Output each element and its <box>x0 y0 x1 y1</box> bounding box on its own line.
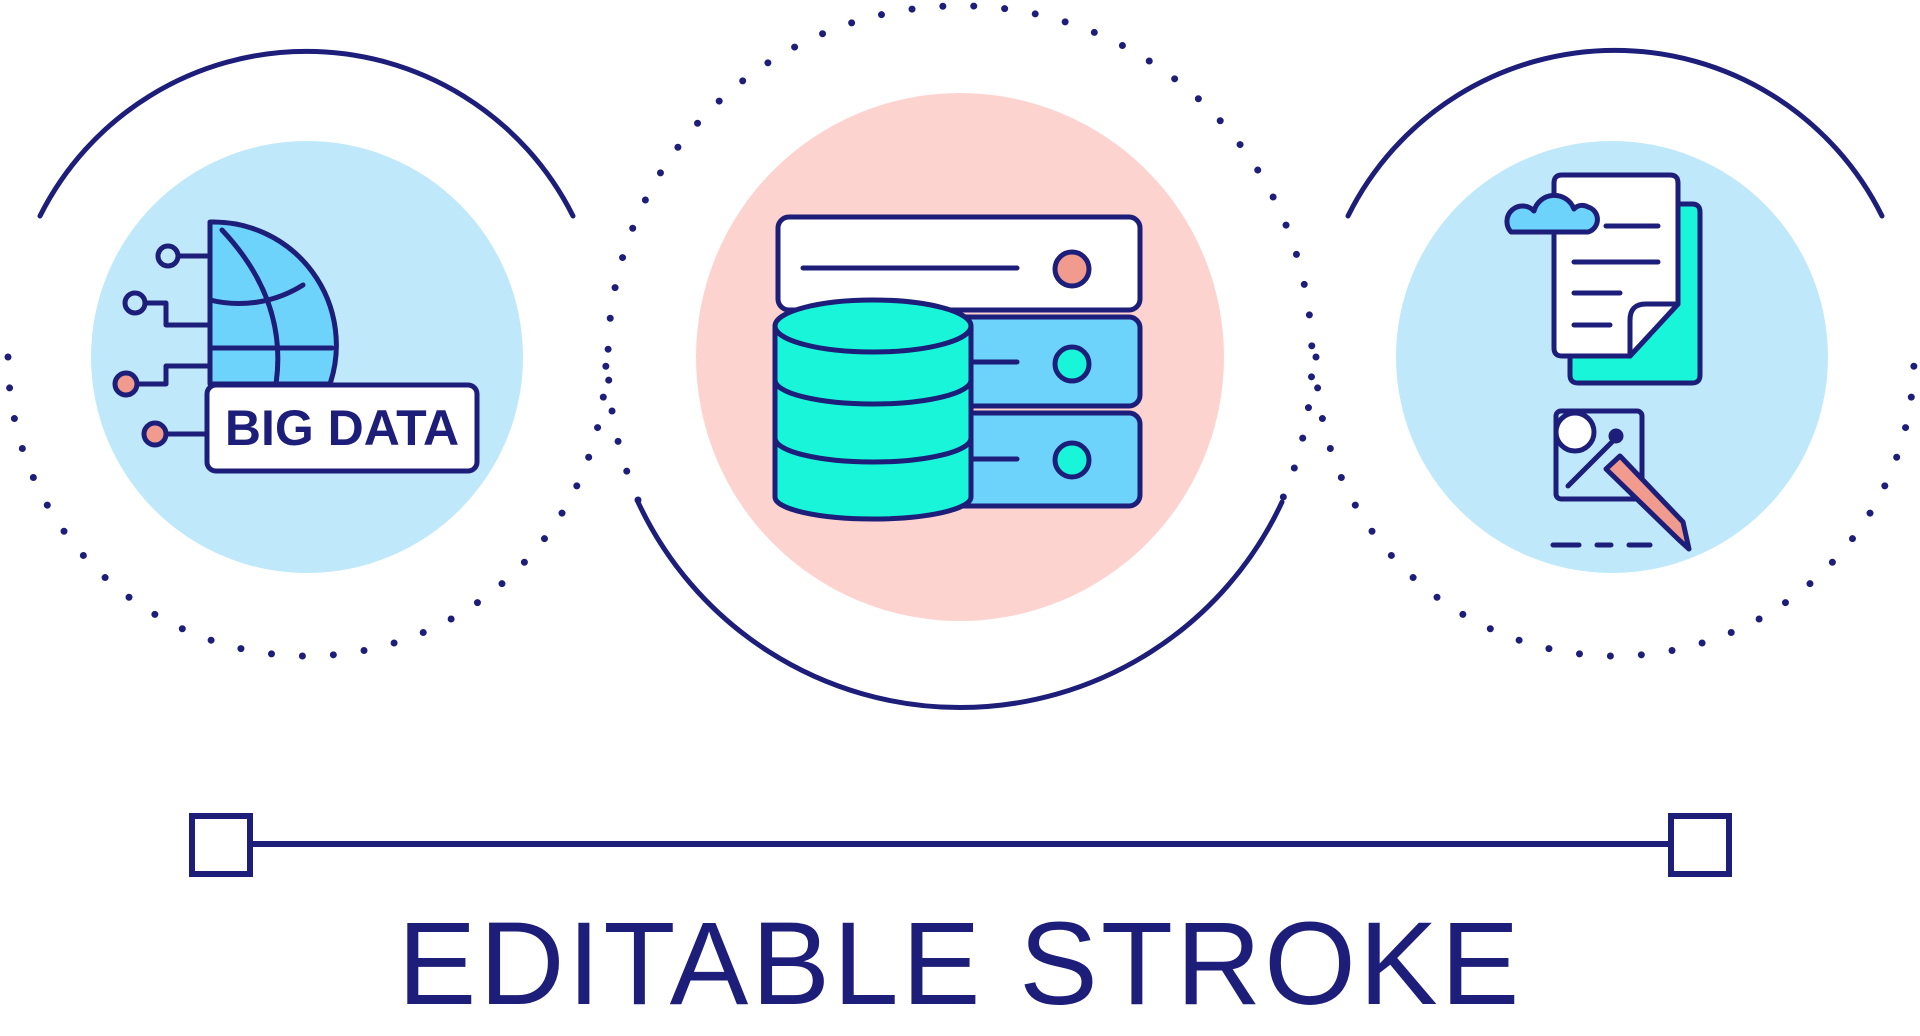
left-solid-arc <box>37 48 576 219</box>
big-data-label: BIG DATA <box>225 400 459 456</box>
data-connector-icon <box>135 253 213 437</box>
editable-stroke-caption: EDITABLE STROKE <box>397 898 1523 1030</box>
globe-icon <box>207 219 339 387</box>
server-status-light <box>1052 440 1092 480</box>
center-icon-group <box>604 2 1316 711</box>
left-icon-group: BIG DATA <box>4 48 610 660</box>
database-cylinder-icon <box>772 297 974 522</box>
inspection-icon <box>1550 408 1692 552</box>
cloud-icon <box>1504 192 1600 235</box>
slider-group <box>189 813 1732 877</box>
slider-handle-right[interactable] <box>1668 813 1732 877</box>
connector-node-icons <box>112 243 181 448</box>
right-icon-group <box>1312 47 1918 660</box>
right-solid-arc <box>1345 47 1885 219</box>
slider-handle-left[interactable] <box>189 813 253 877</box>
server-status-light <box>1052 249 1092 289</box>
center-dotted-arc <box>604 2 1316 504</box>
big-data-label-box <box>204 382 480 474</box>
center-solid-arc <box>635 499 1285 711</box>
server-status-light <box>1052 344 1092 384</box>
